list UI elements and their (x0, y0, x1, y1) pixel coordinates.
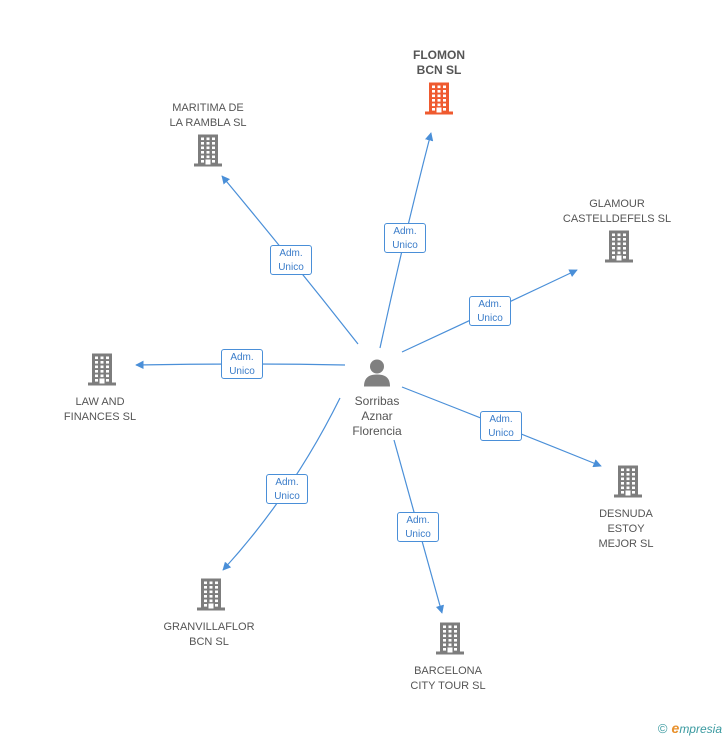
edge-label-glamour[interactable]: Adm. Unico (469, 296, 511, 326)
company-label-desnuda[interactable]: DESNUDA ESTOY MEJOR SL (598, 507, 653, 552)
company-label-line: LAW AND (75, 396, 125, 408)
building-icon-desnuda[interactable] (613, 465, 643, 504)
building-icon-law[interactable] (87, 353, 117, 392)
company-label-law[interactable]: LAW AND FINANCES SL (64, 395, 136, 425)
person-label-line: Florencia (352, 424, 402, 438)
brand-logo-initial: e (671, 720, 680, 736)
building-icon-flomon[interactable] (424, 82, 454, 121)
edge-label-desnuda[interactable]: Adm. Unico (480, 411, 522, 441)
company-label-line: FINANCES SL (63, 411, 137, 423)
company-label-line: DESNUDA (599, 508, 653, 520)
edge-label-granvillaflor[interactable]: Adm. Unico (266, 474, 308, 504)
company-label-granvillaflor[interactable]: GRANVILLAFLOR BCN SL (163, 620, 254, 650)
company-label-line: GRANVILLAFLOR (163, 621, 255, 633)
company-label-line: CITY TOUR SL (410, 680, 486, 692)
company-label-line: BCN SL (416, 63, 462, 77)
person-label-line: Aznar (361, 409, 393, 423)
edge-label-line: Adm. (406, 515, 430, 526)
company-label-glamour[interactable]: GLAMOUR CASTELLDEFELS SL (563, 197, 671, 227)
edge-label-line: Unico (488, 428, 514, 439)
company-label-line: BCN SL (189, 636, 229, 648)
building-icon-granvillaflor[interactable] (196, 578, 226, 617)
company-label-line: CASTELLDEFELS SL (562, 213, 672, 225)
company-label-line: ESTOY (607, 523, 645, 535)
edge-label-line: Adm. (279, 248, 303, 259)
edge-label-line: Unico (274, 491, 300, 502)
person-label-line: Sorribas (354, 394, 400, 408)
person-icon[interactable] (362, 358, 392, 393)
building-icon-glamour[interactable] (604, 230, 634, 269)
building-icon-maritima[interactable] (193, 134, 223, 173)
edge-label-line: Adm. (230, 352, 254, 363)
edge-label-maritima[interactable]: Adm. Unico (270, 245, 312, 275)
company-label-maritima[interactable]: MARITIMA DE LA RAMBLA SL (169, 101, 246, 131)
company-label-line: GLAMOUR (589, 198, 645, 210)
edge-label-law[interactable]: Adm. Unico (221, 349, 263, 379)
company-label-barcelona[interactable]: BARCELONA CITY TOUR SL (410, 664, 485, 694)
copyright-symbol: © (657, 720, 668, 736)
edge-label-line: Unico (392, 240, 418, 251)
building-icon-barcelona[interactable] (435, 622, 465, 661)
company-label-line: LA RAMBLA SL (169, 117, 247, 129)
edge-label-line: Unico (278, 262, 304, 273)
edge-label-line: Adm. (489, 414, 513, 425)
footer-brand[interactable]: © empresia (658, 720, 722, 736)
company-label-line: BARCELONA (414, 665, 482, 677)
edge-label-line: Adm. (393, 226, 417, 237)
company-label-line: MEJOR SL (598, 538, 654, 550)
edge-label-flomon[interactable]: Adm. Unico (384, 223, 426, 253)
company-label-line: FLOMON (413, 48, 465, 62)
company-label-line: MARITIMA DE (172, 102, 244, 114)
edge-label-barcelona[interactable]: Adm. Unico (397, 512, 439, 542)
edge-label-line: Unico (229, 366, 255, 377)
edge-label-line: Adm. (478, 299, 502, 310)
edge-label-line: Adm. (275, 477, 299, 488)
edge-label-line: Unico (405, 529, 431, 540)
edge-label-line: Unico (477, 313, 503, 324)
brand-name: mpresia (679, 722, 722, 736)
